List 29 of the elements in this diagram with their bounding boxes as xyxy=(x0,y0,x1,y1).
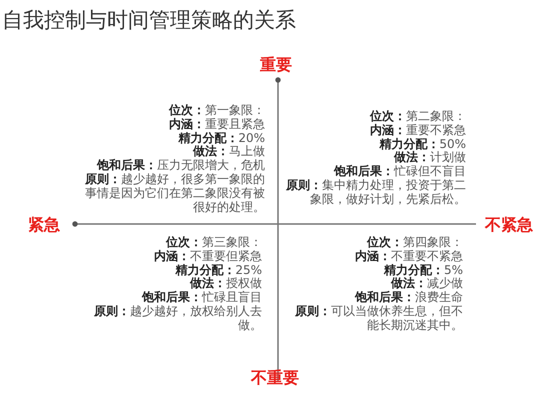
quadrant-text: 原则：越少越好，很多第一象限的事情是因为它们在第二象限没有被很好的处理。 xyxy=(84,172,265,214)
quadrant-text: 内涵：不重要不紧急 xyxy=(354,250,463,264)
quadrant-text: 内涵：重要不紧急 xyxy=(369,124,466,138)
quadrant-text: 内涵：重要且紧急 xyxy=(168,118,265,132)
quadrant-text: 位次：第四象限： xyxy=(366,236,463,250)
quadrant-text: 原则：可以当做休养生息，但不能长期沉迷其中。 xyxy=(294,304,463,333)
axis-label: 重要 xyxy=(260,55,292,76)
quadrant-text: 内涵：不重要但紧急 xyxy=(153,250,262,264)
quadrant-text: 位次：第三象限： xyxy=(164,236,262,250)
quadrant-text: 精力分配：5% xyxy=(382,264,463,277)
quadrant-text: 饱和后果：忙碌但不盲目 xyxy=(332,165,466,179)
quadrant-text: 原则：集中精力处理，投资于第二象限，做好计划，先紧后松。 xyxy=(285,178,466,207)
quadrant-text: 饱和后果：压力无限增大，危机 xyxy=(96,159,265,173)
axis-label: 不重要 xyxy=(251,368,299,389)
quadrant-text: 位次：第一象限： xyxy=(168,104,265,118)
quadrant-text: 饱和后果：浪费生命 xyxy=(354,291,463,305)
quadrant-text: 原则：越少越好，放权给别人去做。 xyxy=(93,304,262,333)
quadrant-text: 精力分配：50% xyxy=(378,138,466,151)
axis-label: 不紧急 xyxy=(485,215,533,236)
quadrant-text: 饱和后果：忙碌且盲目 xyxy=(140,291,262,305)
quadrant-text: 做法：授权做 xyxy=(188,277,262,290)
quadrant-text: 做法：减少做 xyxy=(390,277,463,290)
quadrant-text: 精力分配：25% xyxy=(174,264,262,277)
axis-label: 紧急 xyxy=(28,215,60,236)
quadrant-text: 位次：第二象限： xyxy=(368,110,466,124)
quadrant-text: 做法：马上做 xyxy=(192,145,265,159)
diagram-title: 自我控制与时间管理策略的关系 xyxy=(2,7,296,34)
quadrant-text: 精力分配：20% xyxy=(177,132,265,145)
quadrant-text: 做法：计划做 xyxy=(392,151,466,164)
